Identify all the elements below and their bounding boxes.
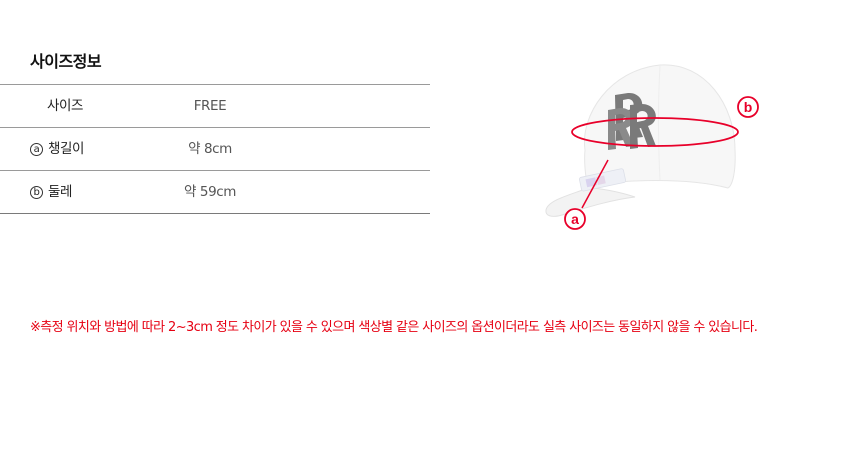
row-value-size: FREE — [193, 98, 227, 114]
marker-a-icon: a — [30, 142, 43, 156]
row-label-size: 사이즈 — [47, 85, 83, 127]
marker-a-label: a — [571, 211, 579, 227]
table-row-brim-length: a 챙길이 약 8cm — [0, 128, 430, 171]
row-label-text: 사이즈 — [47, 98, 84, 114]
row-label-text: 둘레 — [48, 184, 73, 200]
marker-b-label: b — [744, 99, 753, 115]
row-label-text: 챙길이 — [48, 141, 85, 157]
row-label-circumference: b 둘레 — [30, 171, 72, 213]
marker-b-icon: b — [30, 185, 43, 199]
marker-a-circle-icon — [564, 208, 586, 230]
row-value-circumference: 약 59cm — [183, 184, 237, 200]
brim-length-line — [581, 159, 609, 209]
cap-seam — [658, 65, 661, 181]
section-title: 사이즈정보 — [30, 52, 102, 71]
row-value-brim-length: 약 8cm — [188, 141, 232, 157]
measurement-notice: ※측정 위치와 방법에 따라 2~3cm 정도 차이가 있을 수 있으며 색상별… — [30, 320, 758, 335]
table-row-circumference: b 둘레 약 59cm — [0, 171, 430, 214]
size-table: 사이즈 FREE a 챙길이 약 8cm b 둘레 약 59cm — [0, 84, 430, 214]
table-row-size: 사이즈 FREE — [0, 85, 430, 128]
cap-brim — [545, 187, 636, 217]
circumference-line — [571, 117, 739, 147]
row-label-brim-length: a 챙길이 — [30, 128, 84, 170]
marker-b-circle-icon — [737, 96, 759, 118]
cap-illustration: a b — [545, 64, 759, 230]
